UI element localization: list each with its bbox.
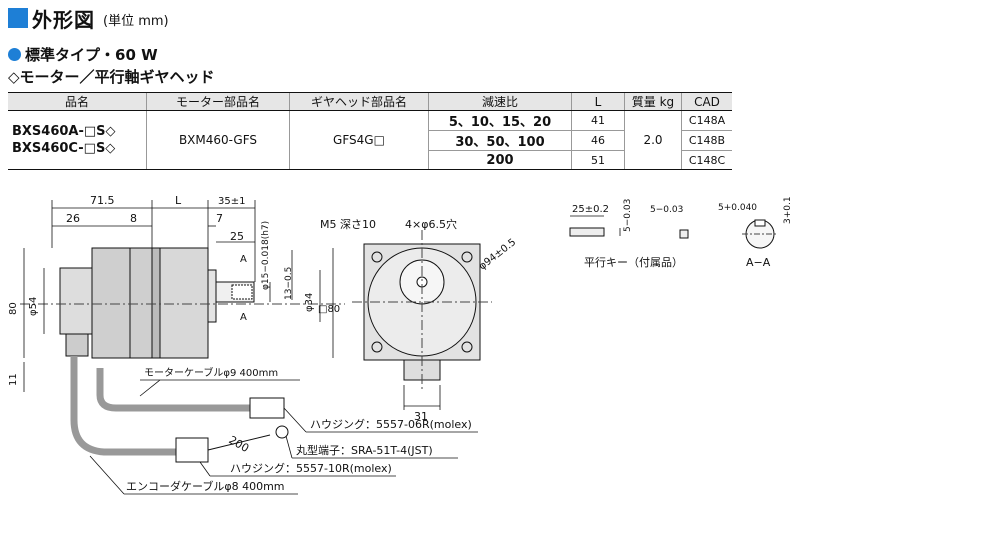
col-ratio: 減速比 bbox=[428, 92, 572, 111]
dim-sq80: □80 bbox=[318, 304, 340, 315]
section-mark-a-bottom: A bbox=[240, 312, 247, 323]
ratio-cell: 200 bbox=[428, 150, 572, 170]
key-dim-5c: 5+0.040 bbox=[718, 203, 757, 213]
housing6-label: ハウジング：5557-06R(molex) bbox=[310, 417, 472, 431]
length-cell: 41 bbox=[571, 110, 625, 131]
dim-phi34: φ34 bbox=[304, 293, 315, 312]
col-motor: モーター部品名 bbox=[146, 92, 290, 111]
dim-phi54: φ54 bbox=[28, 297, 39, 316]
heading-square-icon bbox=[8, 8, 28, 28]
dim-25: 25 bbox=[230, 230, 244, 243]
section-mark-a-top: A bbox=[240, 254, 247, 265]
col-gearhead: ギヤヘッド部品名 bbox=[289, 92, 429, 111]
holes-label: 4×φ6.5穴 bbox=[405, 217, 457, 231]
table-row: 30、50、100 46 C148B bbox=[8, 130, 732, 151]
side-view bbox=[20, 247, 345, 359]
table-row: BXS460A-□S◇ BXS460C-□S◇ BXM460-GFS GFS4G… bbox=[8, 110, 732, 170]
key-dim-5a: 5−0.03 bbox=[623, 199, 633, 232]
cad-cell: C148B bbox=[681, 130, 732, 151]
cables bbox=[70, 356, 289, 463]
length-cell: 46 bbox=[571, 130, 625, 151]
dim-11: 11 bbox=[8, 373, 19, 386]
dim-8: 8 bbox=[130, 212, 137, 225]
m5-label: M5 深さ10 bbox=[320, 218, 376, 231]
side-dimensions bbox=[23, 200, 334, 392]
housing10-label: ハウジング：5557-10R(molex) bbox=[230, 461, 392, 475]
dim-7: 7 bbox=[216, 212, 223, 225]
col-model: 品名 bbox=[8, 92, 147, 111]
spec-table: 品名 モーター部品名 ギヤヘッド部品名 減速比 L 質量 kg CAD BXS4… bbox=[8, 92, 732, 170]
length-cell: 51 bbox=[571, 150, 625, 170]
dim-L: L bbox=[175, 194, 182, 207]
model-name: BXS460C-□S◇ bbox=[12, 141, 116, 156]
col-length: L bbox=[571, 92, 625, 111]
page-title: 外形図 bbox=[32, 7, 95, 32]
cad-cell: C148C bbox=[681, 150, 732, 170]
dim-31: 31 bbox=[414, 410, 428, 423]
dim-80: 80 bbox=[8, 302, 19, 315]
table-row: 200 51 C148C bbox=[8, 150, 732, 170]
dim-35: 35±1 bbox=[218, 196, 245, 207]
motor-cable-label: モーターケーブルφ9 400mm bbox=[144, 366, 278, 379]
cad-cell: C148A bbox=[681, 110, 732, 131]
ratio-cell: 30、50、100 bbox=[428, 130, 572, 151]
key-dim-5b: 5−0.03 bbox=[650, 205, 683, 215]
key-dim-3: 3+0.1 bbox=[783, 196, 793, 224]
dim-phi15: φ15−0.018(h7) bbox=[261, 221, 271, 290]
heading: 外形図 (単位 mm) bbox=[8, 6, 169, 32]
model-cell: BXS460A-□S◇ BXS460C-□S◇ bbox=[8, 110, 147, 170]
subheading-configuration: ◇モーター／平行軸ギヤヘッド bbox=[8, 68, 215, 86]
key-label: 平行キー（付属品） bbox=[584, 256, 683, 269]
col-cad: CAD bbox=[681, 92, 732, 111]
parallel-key bbox=[569, 215, 778, 249]
key-dim-25: 25±0.2 bbox=[572, 204, 609, 215]
gearhead-cell: GFS4G□ bbox=[289, 110, 429, 170]
dim-26: 26 bbox=[66, 212, 80, 225]
front-view bbox=[352, 230, 492, 410]
dim-71-5: 71.5 bbox=[90, 194, 115, 207]
mass-cell: 2.0 bbox=[624, 110, 682, 170]
subheading-type: 標準タイプ・60 W bbox=[8, 44, 158, 65]
section-label: A−A bbox=[746, 256, 771, 269]
dim-phi94: φ94±0.5 bbox=[477, 237, 518, 273]
col-mass: 質量 kg bbox=[624, 92, 682, 111]
terminal-label: 丸型端子：SRA-51T-4(JST) bbox=[296, 443, 433, 457]
type-label: 標準タイプ・60 W bbox=[25, 46, 158, 64]
callouts bbox=[89, 379, 478, 495]
bullet-dot-icon bbox=[8, 48, 21, 61]
encoder-cable-label: エンコーダケーブルφ8 400mm bbox=[126, 479, 285, 493]
ratio-cell: 5、10、15、20 bbox=[428, 110, 572, 131]
motor-cell: BXM460-GFS bbox=[146, 110, 290, 170]
dim-200: 200 bbox=[227, 433, 252, 455]
dim-13: 13−0.5 bbox=[284, 267, 294, 300]
table-header-row: 品名 モーター部品名 ギヤヘッド部品名 減速比 L 質量 kg CAD bbox=[8, 92, 732, 111]
unit-note: (単位 mm) bbox=[103, 14, 169, 29]
model-name: BXS460A-□S◇ bbox=[12, 124, 116, 139]
